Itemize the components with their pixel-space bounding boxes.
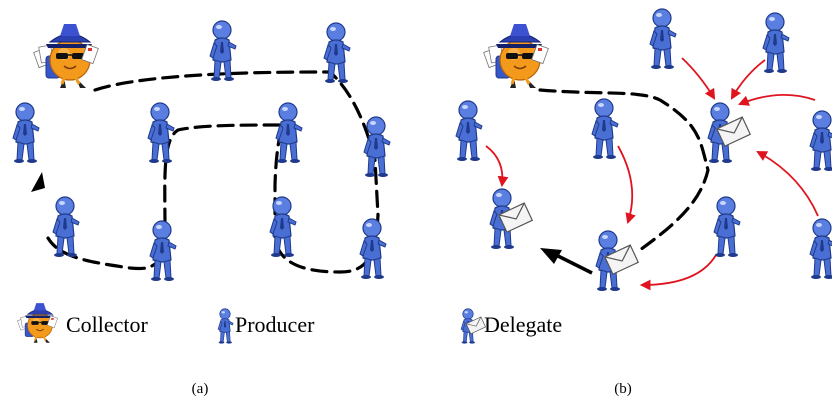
- route-a-arrowhead: [31, 172, 45, 192]
- producer-icon: [269, 196, 297, 258]
- producer-icon: [323, 22, 351, 84]
- producer-icon: [147, 102, 175, 164]
- route-b-arrowhead: [540, 248, 562, 264]
- legend-delegate-label: Delegate: [484, 312, 562, 337]
- delegation-arrow: [681, 57, 716, 100]
- producer-icon: [359, 218, 387, 280]
- collector-icon: [482, 22, 550, 90]
- delegate-icon: [596, 231, 638, 291]
- panel-b: [455, 8, 832, 291]
- legend: Collector Producer Delegate: [16, 302, 562, 344]
- producer-icon: [713, 196, 741, 258]
- producer-icon: [52, 196, 80, 258]
- delegation-arrow: [639, 254, 717, 291]
- delegation-arrow: [737, 93, 816, 106]
- producer-icon: [455, 100, 483, 162]
- route-b-final-arrow: [557, 254, 593, 275]
- producer-icon: [149, 220, 177, 282]
- collector-route-a: [46, 70, 380, 274]
- delegation-arrow: [485, 145, 509, 188]
- producer-icon: [762, 12, 790, 74]
- producer-icon: [809, 110, 832, 172]
- legend-delegate-icon: [461, 309, 486, 344]
- panel-b-caption: (b): [614, 381, 632, 397]
- delegation-arrow: [617, 145, 636, 225]
- panel-a: [12, 20, 391, 282]
- legend-producer-icon: [217, 308, 234, 344]
- producer-icon: [363, 116, 391, 178]
- collector-icon: [32, 22, 100, 90]
- producer-icon: [12, 102, 40, 164]
- producer-icon: [591, 98, 619, 160]
- producer-icon: [809, 218, 832, 280]
- panel-a-caption: (a): [192, 381, 209, 397]
- producer-icon: [275, 102, 303, 164]
- delegation-arrow: [730, 59, 766, 100]
- producer-icon: [649, 8, 677, 70]
- legend-producer-label: Producer: [235, 312, 315, 337]
- collector-route-b: [538, 88, 710, 252]
- legend-collector-icon: [16, 302, 59, 344]
- delegate-icon: [708, 103, 750, 163]
- delegate-icon: [490, 189, 532, 249]
- delegation-arrow: [756, 150, 819, 217]
- legend-collector-label: Collector: [66, 312, 149, 337]
